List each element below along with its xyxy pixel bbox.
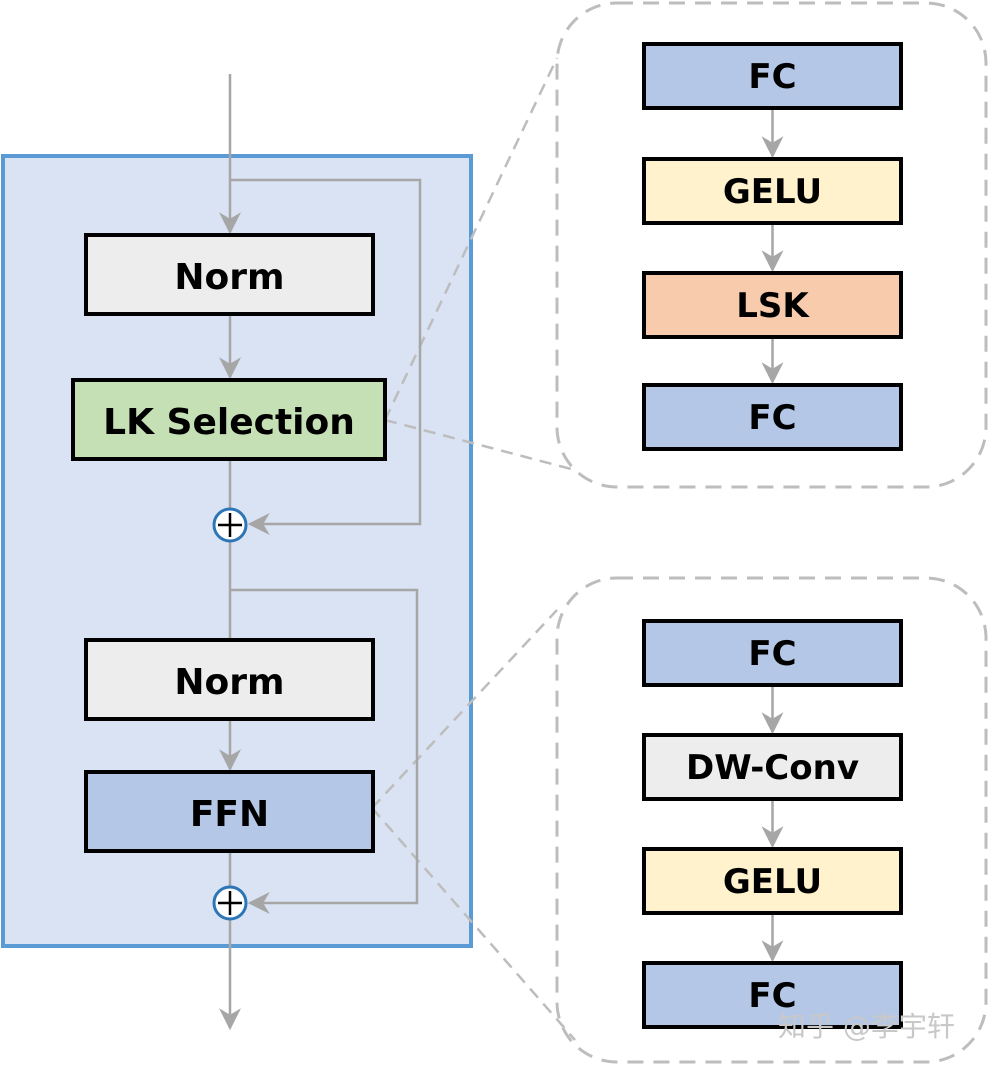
norm-block-1-label: Norm [174, 257, 284, 298]
ffn-detail-box-4 [642, 961, 903, 1029]
ffn-detail-box-2 [642, 733, 903, 801]
ffn-box [84, 770, 375, 853]
lk-selection-label: LK Selection [103, 402, 355, 443]
lk-detail-box-3 [642, 271, 903, 339]
add-circle-2 [212, 885, 248, 921]
add-circle-1 [212, 507, 248, 543]
zoom-line-ffn-top [371, 609, 558, 809]
ffn-detail-label-3: GELU [723, 862, 822, 902]
ffn-detail-panel [555, 576, 988, 1064]
ffn-label: FFN [190, 794, 269, 835]
lk-detail-panel [555, 1, 988, 489]
ffn-block: FFN [84, 770, 375, 853]
zoom-line-lk-top [383, 57, 559, 421]
lk-selection-box [71, 378, 387, 461]
zoom-line-lk-bottom [384, 418, 576, 472]
norm-block-2: Norm [84, 638, 375, 721]
ffn-detail-label-2: DW-Conv [686, 748, 859, 788]
norm-block-1-box [84, 233, 375, 316]
lk-selection-block: LK Selection [71, 378, 387, 461]
ffn-detail-box-3 [642, 847, 903, 915]
norm-block-2-box [84, 638, 375, 721]
lk-detail-label-4: FC [748, 398, 796, 438]
norm-block-2-label: Norm [174, 662, 284, 703]
lk-detail-label-3: LSK [736, 286, 810, 326]
residual-path-1 [230, 178, 422, 535]
zoom-line-ffn-bottom [371, 807, 576, 1041]
norm-block-1: Norm [84, 233, 375, 316]
lk-detail-box-2 [642, 157, 903, 225]
residual-path-2 [230, 588, 419, 914]
watermark: 知乎 @李宇轩 [778, 1010, 955, 1043]
lk-detail-box-4 [642, 383, 903, 451]
lk-detail-label-2: GELU [723, 172, 822, 212]
ffn-detail-label-1: FC [748, 634, 796, 674]
lk-detail-box-1 [642, 42, 903, 110]
lk-detail-label-1: FC [748, 57, 796, 97]
ffn-detail-box-1 [642, 619, 903, 687]
lk-detail-chain: FC GELU LSK FC [642, 42, 903, 451]
ffn-detail-label-4: FC [748, 976, 796, 1016]
